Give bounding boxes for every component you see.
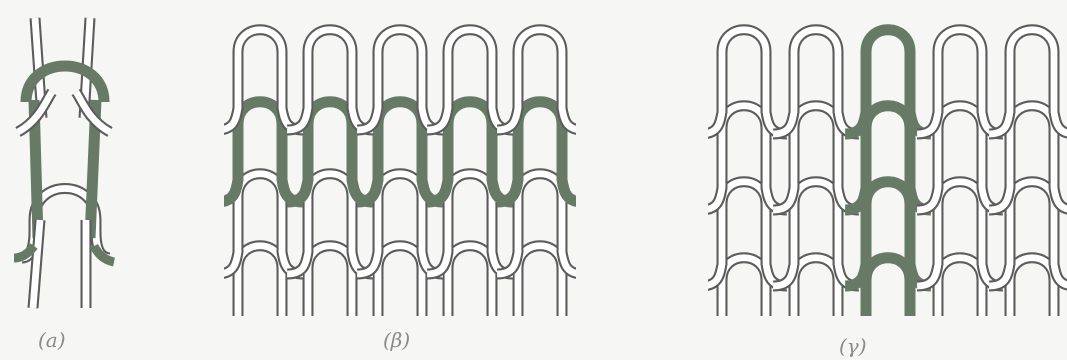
loop-r2-c1-outline [287,174,373,274]
loop-r2-c3-fill [427,174,513,274]
caption-panel-b: (β) [383,328,410,352]
loop-r3-c0-fill [701,258,787,360]
loop-r2-c2-fill [357,174,443,274]
caption-panel-a: (a) [38,328,66,352]
loop-r3-c0-outline [701,258,787,360]
panel-b-course-highlight [217,30,583,346]
loop-r0-c4-fill [989,30,1067,134]
loop-r0-c1-outline [287,30,373,130]
loop-r0-c4-fill [497,30,583,130]
loop-r3-c0-fill [217,246,303,346]
loop-r2-c3-fill [917,182,1003,286]
loop-r2-c2-outline [357,174,443,274]
loop-r2-c4-outline [497,174,583,274]
loop-r2-c3-outline [917,182,1003,286]
loop-r2-c2-outline [845,182,931,286]
loop-r2-c4-fill [497,174,583,274]
loop-r2-c0-fill [701,182,787,286]
loop-r0-c2-fill [357,30,443,130]
loop-r1-c1-outline [773,106,859,210]
loop-r2-c0-outline [701,182,787,286]
loop-r2-c1-fill [773,182,859,286]
loop-r3-c0-outline [217,246,303,346]
loop-r0-c2-outline [845,30,931,134]
loop-r3-c4-outline [497,246,583,346]
loop-r3-c3-outline [917,258,1003,360]
loop-r0-c1-outline [773,30,859,134]
loop-r2-c1-fill [287,174,373,274]
loop-r1-c1-outline [287,102,373,202]
loop-r1-c2-outline [357,102,443,202]
loop-r0-c1-fill [287,30,373,130]
loop-r3-c3-outline [427,246,513,346]
loop-r1-c4-outline [497,102,583,202]
loop-r1-c3-outline [917,106,1003,210]
panel-a-single-loop [14,18,114,308]
loop-r3-c1-outline [287,246,373,346]
panel-c-wale-highlight [701,30,1067,360]
loop-r1-c3-outline [427,102,513,202]
loop-r2-c0-outline [217,174,303,274]
loop-r2-c1-outline [773,182,859,286]
loop-r3-c3-fill [427,246,513,346]
loop-r0-c2-outline [357,30,443,130]
loop-r0-c4-outline [497,30,583,130]
loop-r2-c3-outline [427,174,513,274]
loop-r0-c3-outline [917,30,1003,134]
loop-r0-c3-fill [917,30,1003,134]
loop-r0-c1-fill [773,30,859,134]
loop-r0-c0-outline [701,30,787,134]
loop-r0-c0-outline [217,30,303,130]
loop-r1-c0-outline [217,102,303,202]
caption-panel-c: (γ) [839,334,867,358]
loop-r0-c3-outline [427,30,513,130]
loop-r0-c0-fill [701,30,787,134]
loop-r1-c3-fill [917,106,1003,210]
loop-r3-c4-fill [497,246,583,346]
loop-r1-c0-outline [701,106,787,210]
loop-r0-c3-fill [427,30,513,130]
loop-r3-c1-fill [287,246,373,346]
loop-r1-c2-outline [845,106,931,210]
loop-r1-c0-fill [701,106,787,210]
loop-r3-c3-fill [917,258,1003,360]
loop-r2-c0-fill [217,174,303,274]
loop-r0-c0-fill [217,30,303,130]
loop-r1-c1-fill [773,106,859,210]
